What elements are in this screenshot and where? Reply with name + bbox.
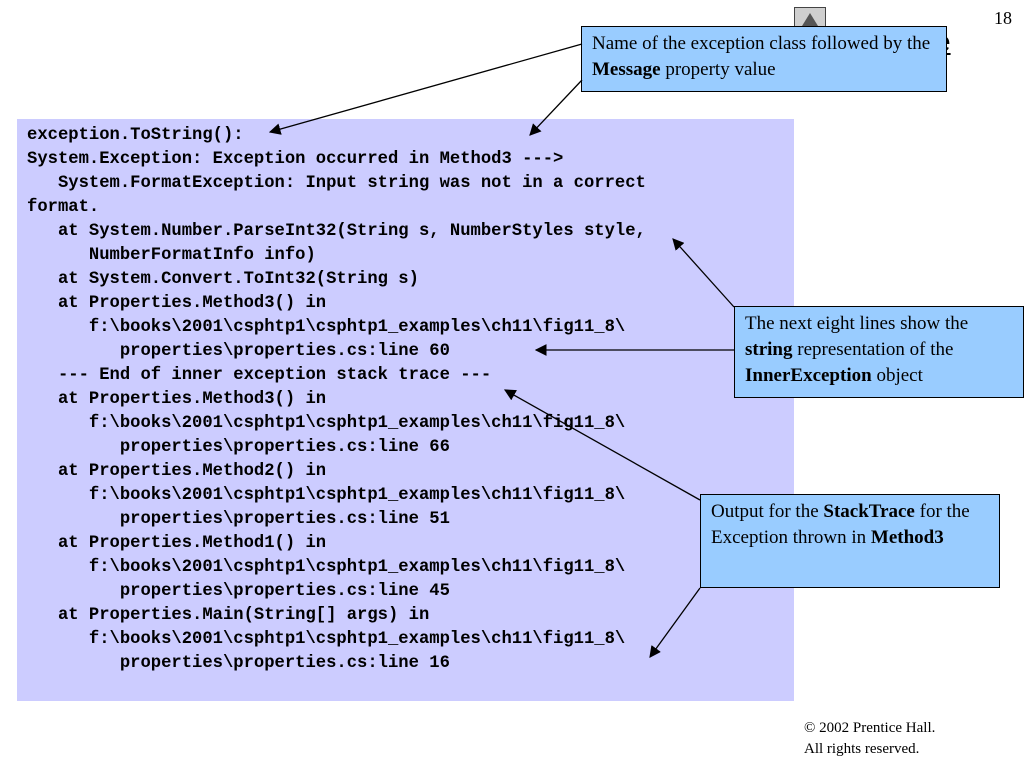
code-line: properties\properties.cs:line 51	[27, 510, 450, 529]
callout-inner-exception: The next eight lines show the string rep…	[734, 306, 1024, 398]
code-line: at System.Convert.ToInt32(String s)	[27, 270, 419, 289]
rights-text: All rights reserved.	[804, 741, 920, 757]
code-line: System.FormatException: Input string was…	[27, 174, 646, 193]
code-line: properties\properties.cs:line 60	[27, 342, 450, 361]
code-line: at System.Number.ParseInt32(String s, Nu…	[27, 222, 646, 241]
code-line: f:\books\2001\csphtp1\csphtp1_examples\c…	[27, 318, 626, 337]
code-line: f:\books\2001\csphtp1\csphtp1_examples\c…	[27, 630, 626, 649]
copyright-text: © 2002 Prentice Hall.	[804, 720, 936, 736]
code-line: format.	[27, 198, 100, 217]
code-line: properties\properties.cs:line 45	[27, 582, 450, 601]
callout-text: property value	[660, 59, 776, 80]
callout-text: representation of the	[792, 339, 954, 360]
code-output-box: exception.ToString(): System.Exception: …	[17, 119, 794, 701]
code-output: exception.ToString(): System.Exception: …	[27, 124, 794, 676]
code-line: f:\books\2001\csphtp1\csphtp1_examples\c…	[27, 486, 626, 505]
callout-exception-name: Name of the exception class followed by …	[581, 26, 947, 92]
code-line: properties\properties.cs:line 66	[27, 438, 450, 457]
code-line: f:\books\2001\csphtp1\csphtp1_examples\c…	[27, 558, 626, 577]
callout-bold-text: Message	[592, 59, 661, 80]
code-line: NumberFormatInfo info)	[27, 246, 316, 265]
callout-bold-text: InnerException	[745, 365, 872, 386]
code-line: at Properties.Method1() in	[27, 534, 327, 553]
callout-bold-text: StackTrace	[823, 501, 915, 522]
callout-text: Output for the	[711, 501, 824, 522]
code-line: exception.ToString():	[27, 126, 244, 145]
callout-text: The next eight lines show the	[745, 313, 969, 334]
page-number: 18	[994, 8, 1012, 28]
code-line: --- End of inner exception stack trace -…	[27, 366, 492, 385]
code-line: System.Exception: Exception occurred in …	[27, 150, 564, 169]
code-line: f:\books\2001\csphtp1\csphtp1_examples\c…	[27, 414, 626, 433]
callout-text: object	[871, 365, 923, 386]
callout-text: for the Exception thrown in	[711, 501, 970, 548]
callout-text: Name of the exception class followed by …	[592, 33, 931, 54]
code-line: at Properties.Method2() in	[27, 462, 327, 481]
callout-bold-text: string	[745, 339, 793, 360]
code-line: at Properties.Main(String[] args) in	[27, 606, 430, 625]
footer: © 2002 Prentice Hall. All rights reserve…	[804, 718, 935, 760]
callout-bold-text: Method3	[870, 527, 944, 548]
code-line: at Properties.Method3() in	[27, 390, 327, 409]
code-line: at Properties.Method3() in	[27, 294, 327, 313]
callout-stack-trace: Output for the StackTrace for the Except…	[700, 494, 1000, 588]
code-line: properties\properties.cs:line 16	[27, 654, 450, 673]
